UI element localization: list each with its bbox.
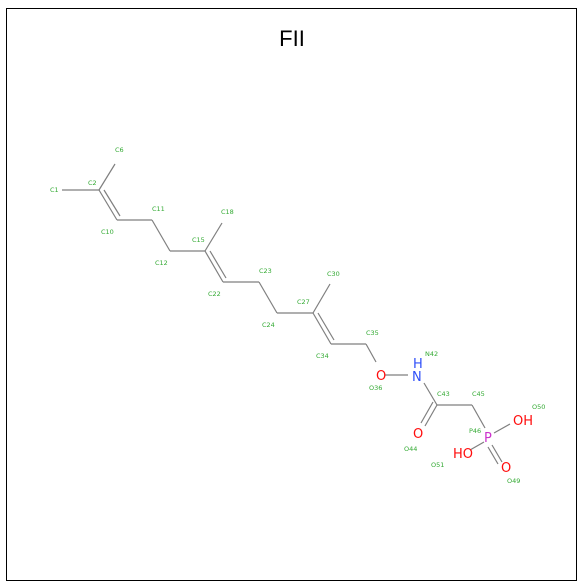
atom-label-c22: C22: [208, 290, 221, 298]
atom-label-o36: O36: [369, 384, 382, 392]
atom-label-c30: C30: [327, 270, 340, 278]
atom-label-c15: C15: [192, 236, 205, 244]
atom-label-o44: O44: [404, 445, 417, 453]
bond-c15-c18: [204, 222, 223, 252]
bonds: [62, 163, 511, 465]
bond-c2-c10: [98, 189, 118, 221]
bond-c27-c34-double: [317, 312, 335, 341]
atom-label-c45: C45: [472, 390, 485, 398]
atom-label-o51: O51: [431, 461, 444, 469]
symbol-n42-h: H: [413, 357, 423, 372]
bond-p46-o49: [491, 444, 503, 463]
atom-label-c2: C2: [88, 179, 97, 187]
bond-p46-o50: [493, 423, 511, 434]
atom-label-c23: C23: [259, 267, 272, 275]
atom-label-c18: C18: [221, 208, 234, 216]
bond-c2-c10-double: [103, 189, 121, 217]
atom-label-c27: C27: [297, 298, 310, 306]
atom-label-c10: C10: [101, 228, 114, 236]
bond-c15-c22-double: [209, 250, 227, 279]
bond-c27-c30: [312, 283, 331, 314]
atom-label-c35: C35: [366, 329, 379, 337]
atom-labels: C1 C2 C6 C10 C11 C12 C15 C18 C22 C23 C24…: [50, 146, 545, 485]
symbol-o50: OH: [513, 414, 533, 429]
bond-c2-c6: [98, 163, 116, 191]
atom-label-c1: C1: [50, 186, 59, 194]
diagram-frame: [6, 8, 577, 581]
element-symbols: O N H O P O OH HO: [376, 357, 533, 476]
bond-c15-c22: [204, 250, 224, 283]
atom-label-c11: C11: [152, 205, 165, 213]
atom-label-c43: C43: [437, 390, 450, 398]
bond-p46-o51: [469, 441, 485, 451]
atom-label-p46: P46: [469, 427, 481, 435]
symbol-o36: O: [376, 369, 386, 384]
bond-p46-o49-double: [487, 446, 499, 465]
atom-label-o50: O50: [532, 403, 545, 411]
bond-c11-c12: [151, 219, 171, 252]
diagram-title: FII: [279, 26, 305, 51]
symbol-n42-n: N: [412, 370, 422, 385]
bond-c45-p46: [471, 404, 486, 429]
bond-c23-c24: [258, 281, 278, 314]
symbol-p46: P: [484, 431, 492, 446]
bond-c43-o44-double: [420, 401, 434, 424]
atom-label-c12: C12: [155, 259, 168, 267]
symbol-o44: O: [413, 427, 423, 442]
atom-label-o49: O49: [507, 477, 520, 485]
symbol-o51: HO: [453, 447, 473, 462]
symbol-o49: O: [501, 461, 511, 476]
atom-label-c24: C24: [262, 321, 275, 329]
bond-c43-o44: [424, 404, 438, 427]
atom-label-n42: N42: [425, 350, 438, 358]
atom-label-c6: C6: [115, 146, 124, 154]
atom-label-c34: C34: [316, 352, 329, 360]
bond-c27-c34: [312, 312, 332, 345]
bond-n42-c43: [423, 382, 438, 406]
bond-c35-o36: [365, 343, 377, 363]
